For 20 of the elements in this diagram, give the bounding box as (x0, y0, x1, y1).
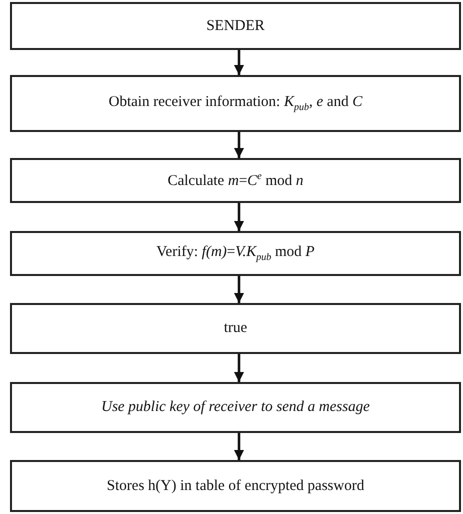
process-box (10, 382, 461, 433)
process-box (10, 460, 461, 512)
step-text: true (224, 320, 248, 337)
step-text: Use public key of receiver to send a message (101, 399, 370, 416)
step-text: SENDER (206, 18, 265, 34)
arrow (234, 203, 244, 231)
process-box (10, 303, 461, 354)
process-box (10, 75, 461, 132)
process-box (10, 231, 461, 276)
step-text: Obtain receiver information: K$_{pub}$, e and C (108, 94, 362, 113)
arrow (234, 354, 244, 382)
arrow (234, 276, 244, 303)
process-box (10, 2, 461, 50)
step-text: Stores h(Y) in table of encrypted password (106, 478, 364, 494)
arrow (234, 433, 244, 460)
step-text: Calculate m=C$^{e}$ mod n (168, 171, 304, 190)
process-box (10, 158, 461, 203)
arrow (234, 132, 244, 158)
arrow (234, 50, 244, 75)
step-text: Verify: f(m)=V.K$_{pub}$ mod P (156, 244, 315, 263)
